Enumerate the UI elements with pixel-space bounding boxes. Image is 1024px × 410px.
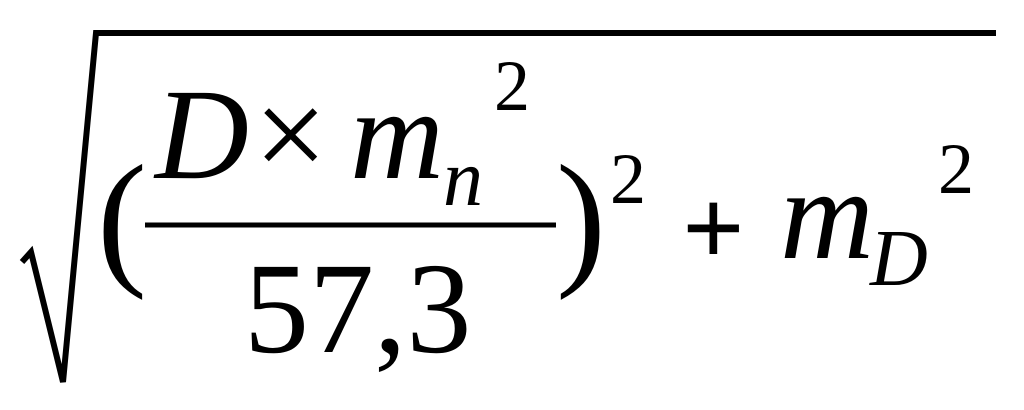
numerator-m-subscript: n: [443, 135, 483, 223]
paren-superscript: 2: [610, 139, 646, 219]
m-d-base: m: [780, 143, 874, 287]
m-d-superscript: 2: [938, 129, 974, 209]
times-sign: ×: [254, 63, 327, 207]
open-paren: (: [97, 135, 147, 301]
m-d-subscript: D: [869, 215, 928, 303]
close-paren: ): [556, 135, 606, 301]
numerator-m-superscript: 2: [494, 46, 530, 126]
numerator-m: m: [350, 63, 444, 207]
radical-sign: [19, 30, 996, 383]
plus-sign: +: [682, 167, 745, 289]
numerator-d: D: [153, 63, 249, 207]
denominator: 57,3: [244, 237, 472, 381]
